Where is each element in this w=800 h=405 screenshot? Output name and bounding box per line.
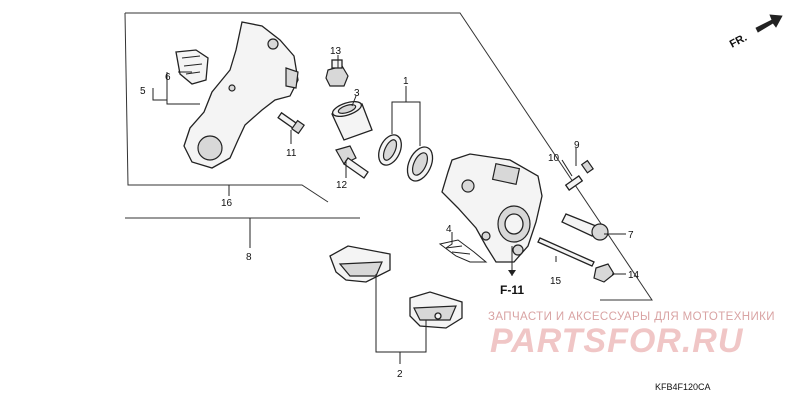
callout-labels: 13 1 6 5 3 11 9 10 12 16 4 7 8 15 14 2 (140, 46, 640, 380)
section-reference: F-11 (500, 270, 524, 297)
watermark-tagline: ЗАПЧАСТИ И АКСЕССУАРЫ ДЛЯ МОТОТЕХНИКИ (488, 311, 775, 323)
callout-3: 3 (354, 88, 360, 99)
callout-16: 16 (221, 198, 233, 209)
bleeder-9-10 (564, 159, 594, 191)
retainer-clip (175, 49, 209, 85)
brake-pad-lower (409, 291, 463, 329)
piston-3 (331, 100, 373, 141)
caliper-bracket (183, 21, 299, 169)
callout-15: 15 (550, 276, 562, 287)
callout-12: 12 (336, 180, 348, 191)
fr-label: FR. (728, 32, 749, 51)
caliper-body (441, 153, 543, 263)
callout-10: 10 (548, 153, 560, 164)
pad-spring-4 (438, 239, 488, 263)
pin-7 (561, 213, 609, 241)
callout-14: 14 (628, 270, 640, 281)
down-arrow-icon (508, 270, 516, 276)
brake-pad-upper (329, 245, 391, 283)
callout-7: 7 (628, 230, 634, 241)
pad-pin-15 (537, 237, 595, 267)
watermark-brand: PARTSFOR.RU (490, 322, 744, 360)
callout-5: 5 (140, 86, 146, 97)
callout-2: 2 (397, 369, 403, 380)
bolt-11 (277, 111, 305, 135)
front-direction-marker: FR. (728, 14, 783, 51)
arrow-icon (755, 14, 783, 33)
leader-lines (152, 55, 626, 364)
bleeder-13 (325, 59, 349, 87)
caliper-group-frame (125, 12, 653, 301)
callout-11: 11 (286, 148, 297, 159)
callout-13: 13 (330, 46, 342, 57)
callout-6: 6 (165, 72, 171, 83)
callout-8: 8 (246, 252, 252, 263)
diagram-code: KFB4F120CA (655, 382, 711, 392)
seal-set-1 (378, 134, 434, 182)
callout-1: 1 (403, 76, 409, 87)
plug-14 (593, 263, 615, 283)
callout-9: 9 (574, 140, 580, 151)
section-ref-label: F-11 (500, 283, 524, 297)
pin-bolt-12 (335, 145, 369, 179)
bracket-group-frame (124, 12, 329, 203)
callout-4: 4 (446, 224, 452, 235)
